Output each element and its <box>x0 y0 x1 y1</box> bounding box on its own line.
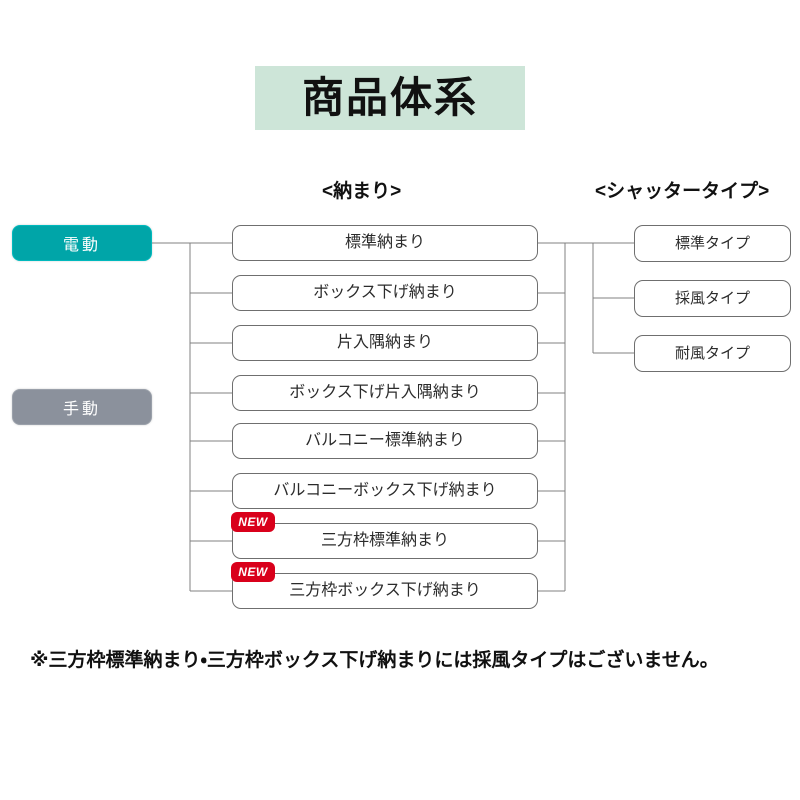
nokamari-node-5-label: バルコニー標準納まり <box>305 432 465 449</box>
nokamari-node-6-label: バルコニーボックス下げ納まり <box>273 482 497 499</box>
page-title-band: 商品体系 <box>255 66 525 130</box>
mode-button-manual-label: 手動 <box>62 401 101 418</box>
shutter-node-3[interactable]: 耐風タイプ <box>634 335 791 372</box>
shutter-node-2[interactable]: 採風タイプ <box>634 280 791 317</box>
new-badge-icon-node-8: NEW <box>231 562 275 582</box>
mode-button-manual[interactable]: 手動 <box>12 389 152 425</box>
shutter-node-1[interactable]: 標準タイプ <box>634 225 791 262</box>
mode-button-electric[interactable]: 電動 <box>12 225 152 261</box>
nokamari-node-8-label: 三方枠ボックス下げ納まり <box>289 582 481 599</box>
nokamari-node-8[interactable]: 三方枠ボックス下げ納まり <box>232 573 538 609</box>
nokamari-node-3[interactable]: 片入隅納まり <box>232 325 538 361</box>
nokamari-node-1[interactable]: 標準納まり <box>232 225 538 261</box>
shutter-node-3-label: 耐風タイプ <box>674 345 750 362</box>
shutter-node-1-label: 標準タイプ <box>674 235 750 252</box>
shutter-node-2-label: 採風タイプ <box>674 290 750 307</box>
nokamari-node-4[interactable]: ボックス下げ片入隅納まり <box>232 375 538 411</box>
nokamari-node-5[interactable]: バルコニー標準納まり <box>232 423 538 459</box>
nokamari-node-7[interactable]: 三方枠標準納まり <box>232 523 538 559</box>
nokamari-node-1-label: 標準納まり <box>344 234 425 251</box>
footnote-text: ※三方枠標準納まり・三方枠ボックス下げ納まりには採風タイプはございません。 <box>30 650 719 671</box>
nokamari-node-6[interactable]: バルコニーボックス下げ納まり <box>232 473 538 509</box>
nokamari-node-3-label: 片入隅納まり <box>336 334 433 351</box>
nokamari-node-2[interactable]: ボックス下げ納まり <box>232 275 538 311</box>
nokamari-node-7-label: 三方枠標準納まり <box>320 532 449 549</box>
column-header-nokamari: <納まり> <box>322 181 402 202</box>
new-badge-icon-node-7: NEW <box>231 512 275 532</box>
page-title: 商品体系 <box>301 74 478 121</box>
nokamari-node-2-label: ボックス下げ納まり <box>313 284 457 301</box>
column-header-shutter-type: <シャッタータイプ> <box>595 181 770 202</box>
mode-button-electric-label: 電動 <box>62 237 101 254</box>
nokamari-node-4-label: ボックス下げ片入隅納まり <box>289 384 481 401</box>
